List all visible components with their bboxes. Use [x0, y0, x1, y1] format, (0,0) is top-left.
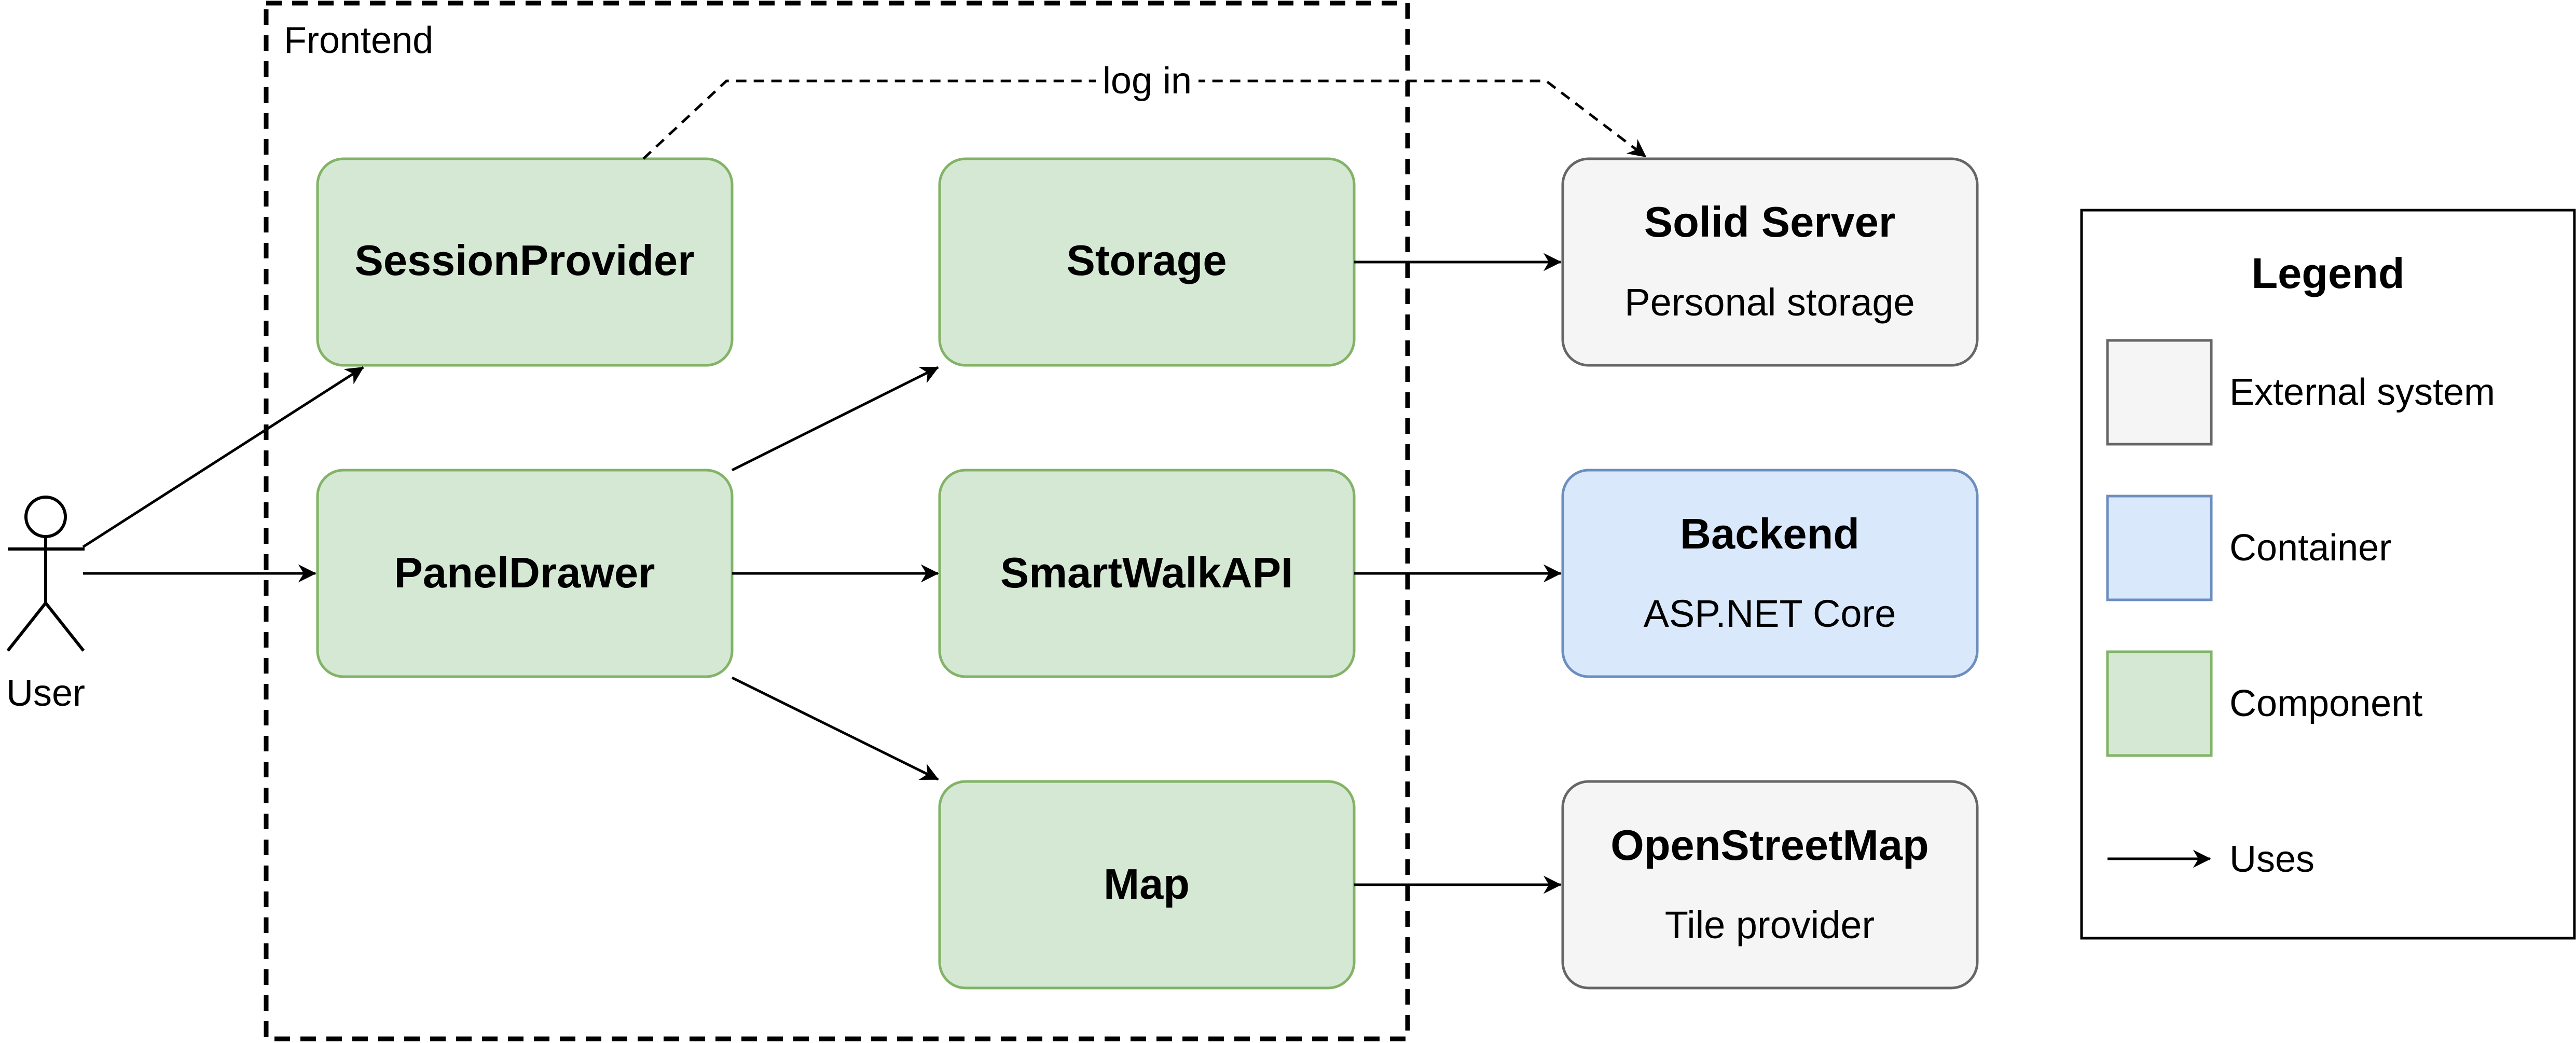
user-actor[interactable]: User	[6, 496, 85, 714]
user-label: User	[6, 673, 85, 714]
map-title: Map	[1104, 860, 1190, 908]
legend-swatch-external	[2106, 339, 2213, 446]
backend-box[interactable]: Backend ASP.NET Core	[1561, 469, 1979, 678]
session-provider-box[interactable]: SessionProvider	[316, 157, 734, 367]
legend-title: Legend	[2251, 249, 2404, 297]
solid-server-subtitle: Personal storage	[1624, 281, 1914, 324]
uses-arrows	[82, 79, 1647, 894]
legend-label-component: Component	[2229, 683, 2422, 724]
legend-label-uses: Uses	[2229, 839, 2315, 880]
login-label: log in	[1103, 60, 1192, 102]
arrow-login-session-to-solid	[642, 79, 1647, 160]
arrow-panel-drawer-to-map	[731, 676, 939, 781]
legend: Legend External system Container Compone…	[2080, 209, 2576, 940]
storage-title: Storage	[1066, 236, 1227, 284]
arrow-panel-drawer-to-storage	[731, 366, 939, 472]
storage-box[interactable]: Storage	[938, 157, 1356, 367]
panel-drawer-title: PanelDrawer	[394, 548, 655, 597]
legend-label-container: Container	[2229, 527, 2391, 569]
arrow-user-to-session-provider	[82, 366, 364, 548]
smartwalk-api-title: SmartWalkAPI	[1000, 548, 1293, 597]
openstreetmap-subtitle: Tile provider	[1665, 903, 1875, 946]
map-box[interactable]: Map	[938, 780, 1356, 990]
legend-swatch-component	[2106, 650, 2213, 757]
openstreetmap-title: OpenStreetMap	[1610, 821, 1928, 869]
login-label-background	[1096, 56, 1199, 104]
openstreetmap-box[interactable]: OpenStreetMap Tile provider	[1561, 780, 1979, 990]
frontend-boundary	[264, 1, 1410, 1041]
panel-drawer-box[interactable]: PanelDrawer	[316, 469, 734, 678]
backend-subtitle: ASP.NET Core	[1644, 592, 1896, 635]
backend-title: Backend	[1680, 510, 1859, 558]
legend-swatch-container	[2106, 495, 2213, 601]
solid-server-box[interactable]: Solid Server Personal storage	[1561, 157, 1979, 367]
stick-figure-icon	[6, 496, 85, 652]
smartwalk-api-box[interactable]: SmartWalkAPI	[938, 469, 1356, 678]
legend-label-external: External system	[2229, 372, 2495, 413]
solid-server-title: Solid Server	[1644, 198, 1895, 246]
session-provider-title: SessionProvider	[354, 236, 694, 284]
frontend-label: Frontend	[284, 20, 433, 61]
